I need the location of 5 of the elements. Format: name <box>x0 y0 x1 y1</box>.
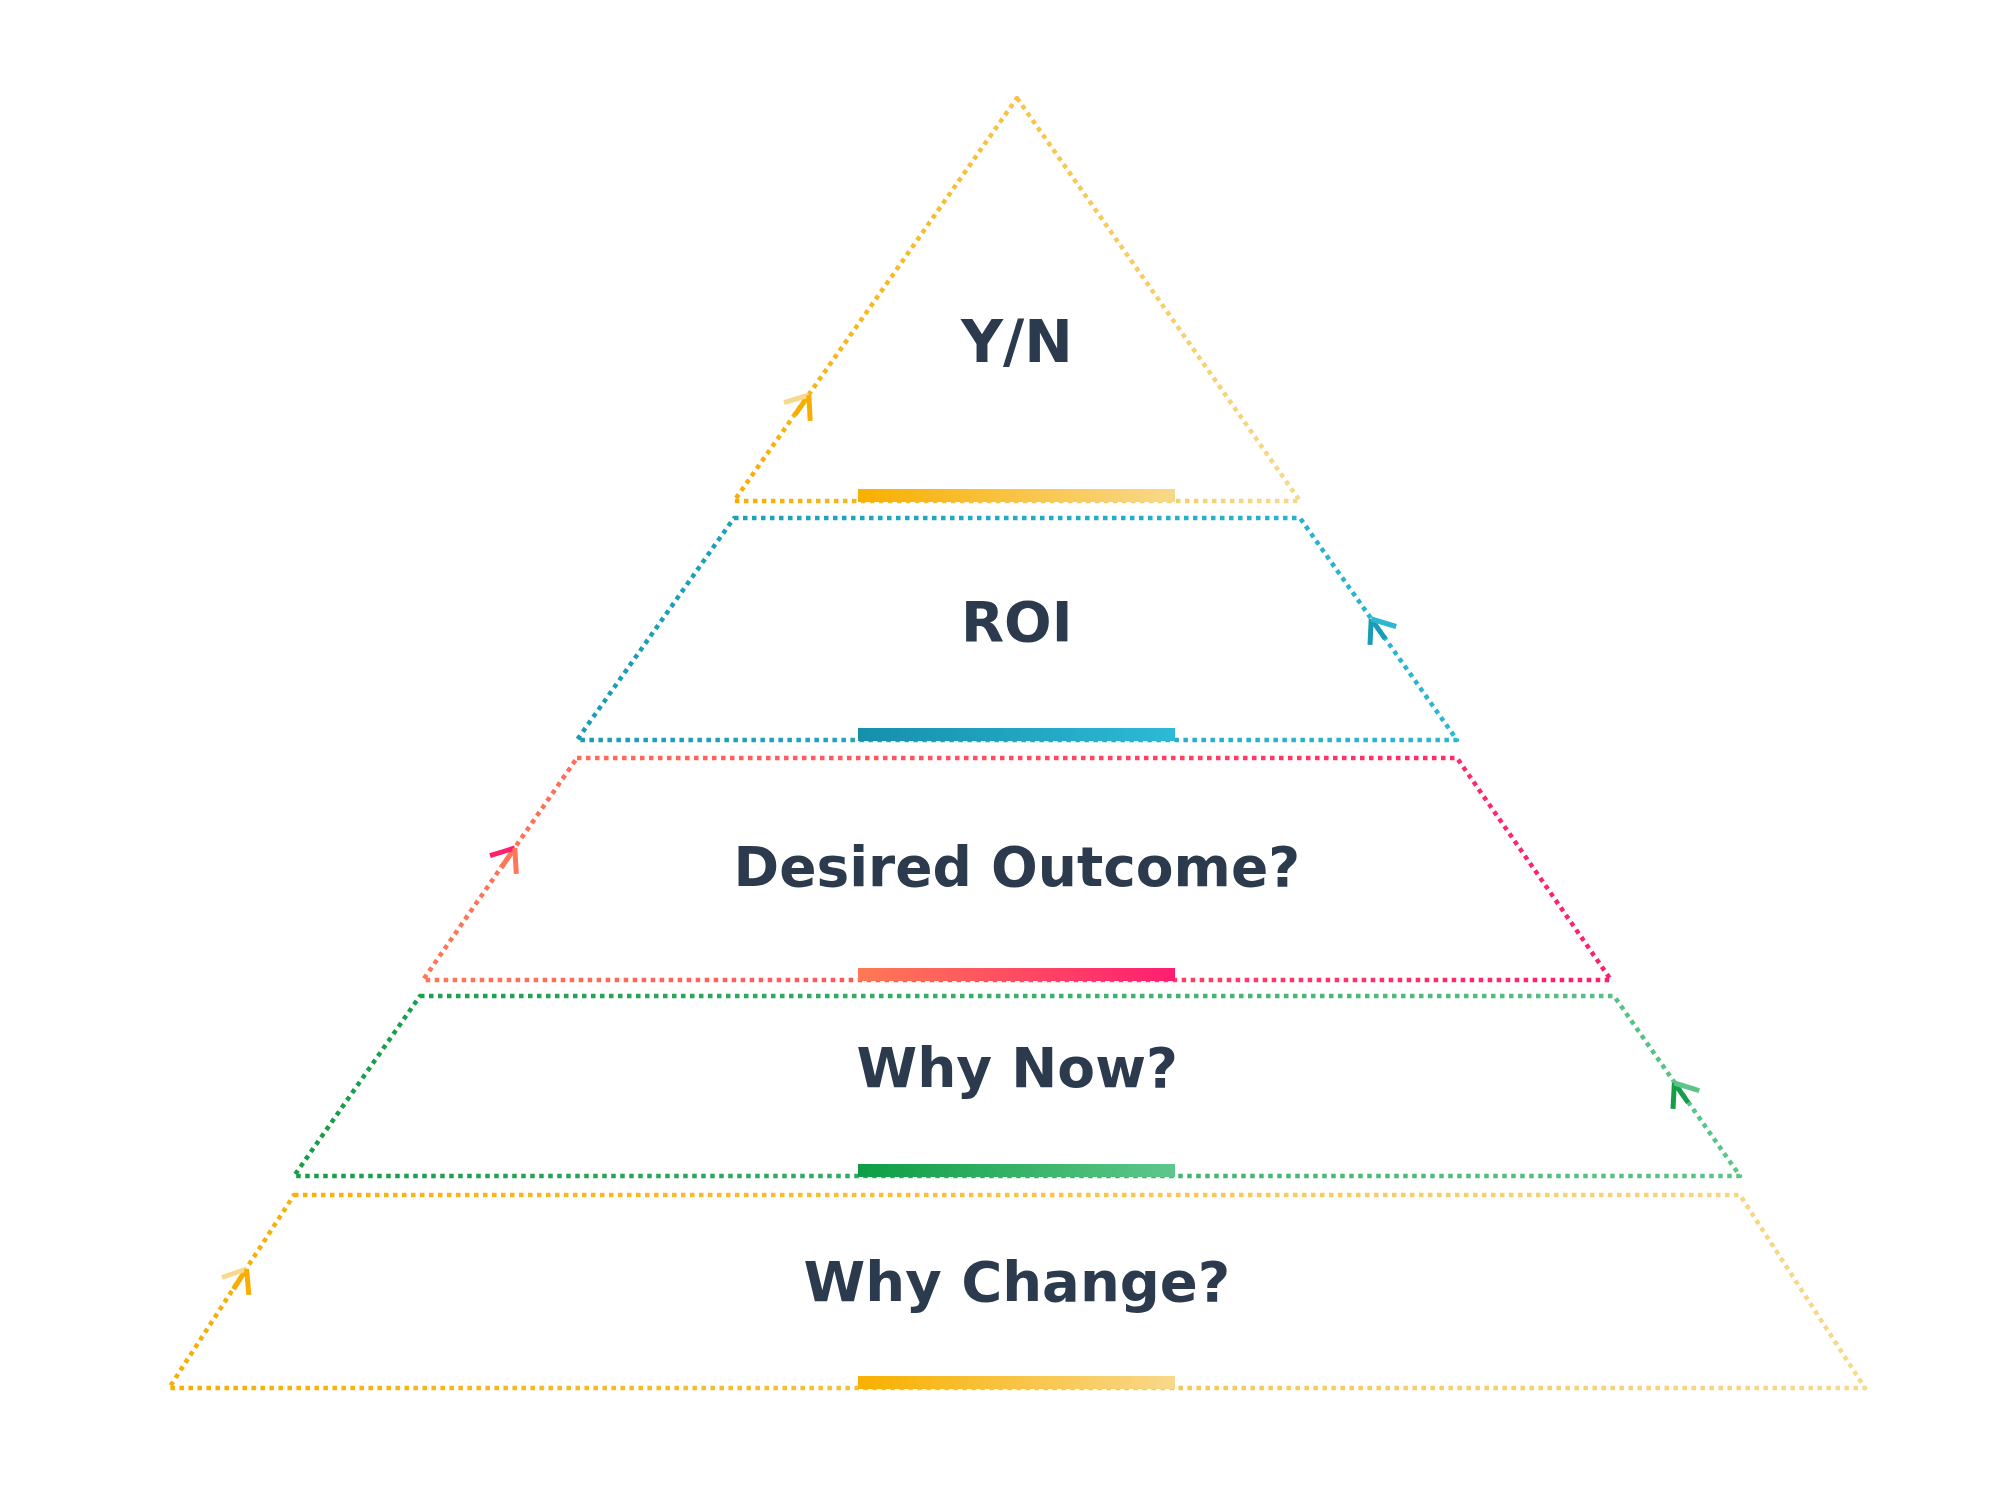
tier-label: Y/N <box>961 308 1073 376</box>
tier-label: Desired Outcome? <box>733 835 1301 899</box>
tier-label: Why Now? <box>856 1036 1178 1100</box>
tier-label: Why Change? <box>803 1250 1231 1315</box>
tier-label: ROI <box>961 590 1073 655</box>
